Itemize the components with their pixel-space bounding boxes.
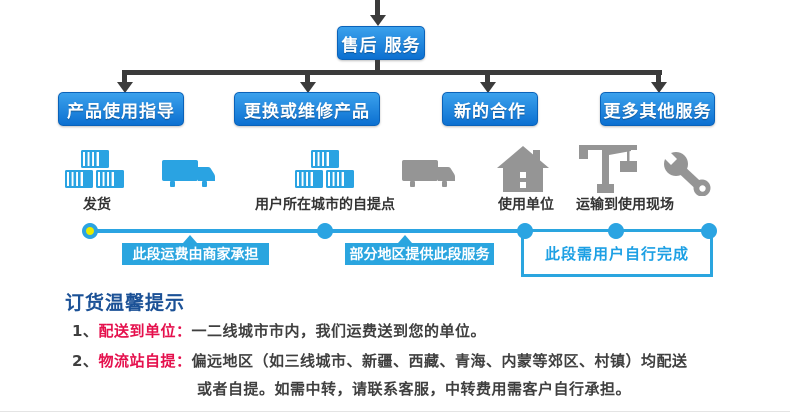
tips-item-1: 1、配送到单位：一二线城市市内，我们运费送到您的单位。 — [72, 320, 486, 341]
branch-stub-line — [656, 70, 661, 84]
root-stub-line — [375, 60, 380, 72]
delivery-truck-icon — [402, 160, 455, 187]
arrow-down-icon — [370, 15, 386, 26]
timeline-pointer-icon — [398, 235, 412, 243]
stage-label-transport-to-site: 运输到使用现场 — [576, 197, 674, 213]
tips-item-2-label: 物流站自提： — [98, 352, 192, 370]
timeline-dot — [608, 223, 624, 239]
branch-stub-line — [122, 70, 127, 84]
tips-item-2: 2、物流站自提：偏远地区（如三线城市、新疆、西藏、青海、内蒙等郊区、村镇）均配送 — [72, 350, 687, 371]
top-connector-line — [375, 0, 380, 17]
house-building-icon — [497, 146, 549, 192]
timeline-dot — [517, 223, 533, 239]
node-new-cooperation: 新的合作 — [442, 92, 538, 126]
arrow-down-icon — [651, 82, 667, 93]
tips-item-2-continuation: 或者自提。如需中转，请联系客服，中转费用需客户自行承担。 — [197, 380, 632, 398]
branch-stub-line — [485, 70, 490, 84]
branch-stub-line — [305, 70, 310, 84]
tips-heading: 订货温馨提示 — [65, 292, 186, 314]
cargo-boxes-icon — [295, 150, 354, 188]
node-more-services: 更多其他服务 — [600, 92, 715, 126]
stage-label-user-unit: 使用单位 — [498, 197, 554, 213]
stage-label-pickup-point: 用户所在城市的自提点 — [255, 197, 395, 213]
timeline-dot-start-core — [86, 227, 94, 235]
timeline-dot-end — [701, 223, 717, 239]
delivery-truck-icon — [162, 160, 215, 187]
node-replace-or-repair: 更换或维修产品 — [234, 92, 380, 126]
root-node-after-sales-service: 售后 服务 — [337, 26, 425, 60]
arrow-down-icon — [300, 82, 316, 93]
branch-bar-line — [122, 70, 662, 75]
tips-item-1-label: 配送到单位： — [98, 322, 192, 340]
tips-item-2-number: 2、 — [72, 352, 99, 370]
arrow-down-icon — [480, 82, 496, 93]
arrow-down-icon — [117, 82, 133, 93]
node-product-usage-guidance: 产品使用指导 — [58, 92, 184, 126]
timeline-pointer-icon — [183, 235, 197, 243]
tips-item-1-number: 1、 — [72, 322, 99, 340]
timeline-dot — [317, 223, 333, 239]
tips-item-2-text: 偏远地区（如三线城市、新疆、西藏、青海、内蒙等郊区、村镇）均配送 — [191, 352, 688, 370]
stage-label-shipping: 发货 — [83, 197, 111, 213]
timeline-line — [88, 229, 713, 233]
tips-item-1-text: 一二线城市市内，我们运费送到您的单位。 — [191, 322, 486, 340]
cargo-boxes-icon — [65, 150, 124, 188]
timeline-segment1-tag: 此段运费由商家承担 — [122, 243, 269, 265]
tower-crane-icon — [579, 145, 637, 193]
wrench-icon — [660, 148, 711, 196]
timeline-segment2-tag: 部分地区提供此段服务 — [345, 243, 494, 265]
